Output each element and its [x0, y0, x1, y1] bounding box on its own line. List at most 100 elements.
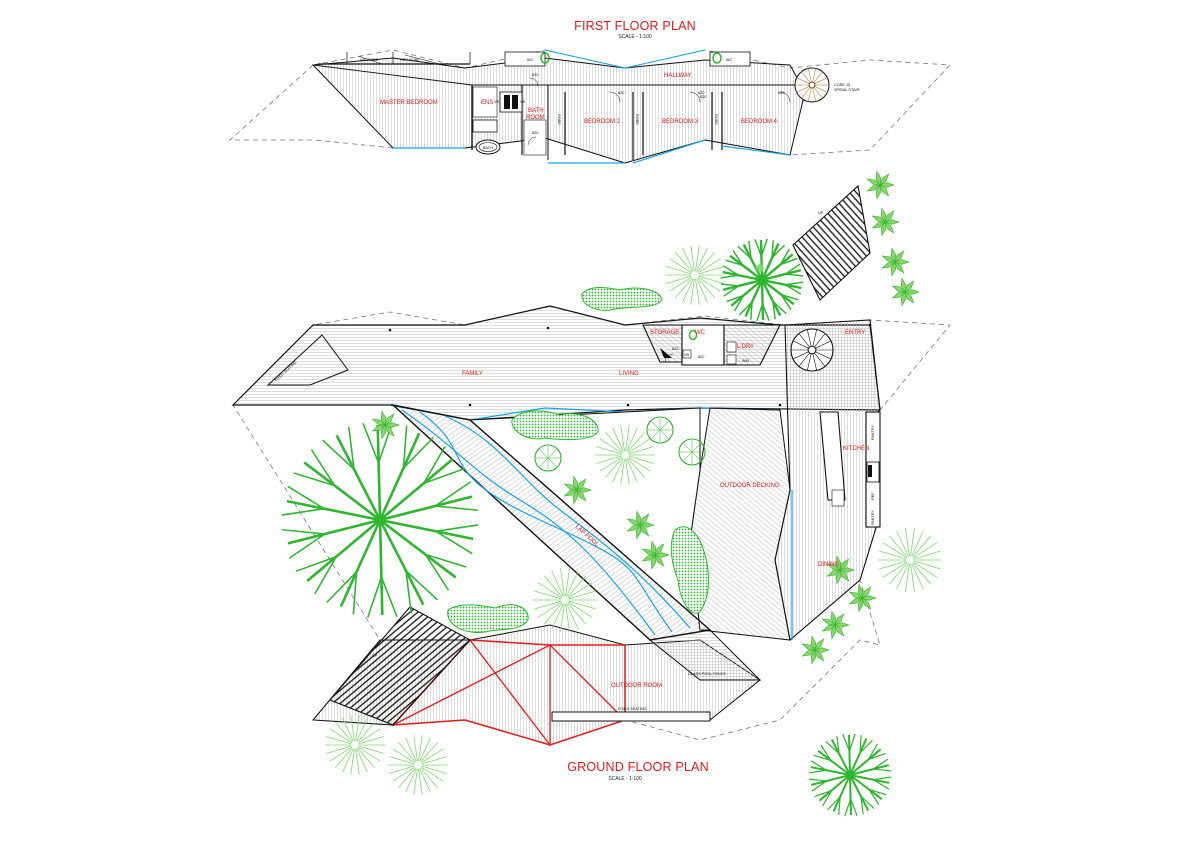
fern-leaf: [875, 184, 882, 200]
palm-frond: [419, 768, 431, 793]
fern-leaf: [650, 540, 657, 556]
palm-frond: [627, 432, 645, 453]
spiral-tread: [814, 351, 832, 360]
tree-twig: [873, 779, 890, 790]
shrub-bed: [511, 410, 599, 441]
fern-leaf: [641, 554, 656, 562]
palm-frond: [350, 715, 355, 742]
outdoor-decking-floor: [689, 407, 791, 641]
fern-leaf: [563, 483, 578, 491]
glass-pool-fence-label: GLASS POOL FENCE: [688, 672, 727, 676]
palm-frond: [626, 427, 638, 452]
fern-leaf: [904, 289, 920, 295]
palm-frond: [356, 748, 368, 773]
tree-twig: [435, 505, 478, 512]
tree-branch: [306, 519, 381, 583]
fern-leaf: [904, 280, 915, 293]
palm-frond: [695, 245, 700, 272]
palm-frond: [913, 542, 938, 559]
tree-twig: [733, 295, 745, 312]
palm-frond: [666, 266, 692, 275]
spiral-tread: [807, 68, 812, 83]
palm-frond: [568, 590, 596, 600]
palm-frond: [682, 278, 694, 303]
first-floor-labels: MASTER BEDROOM ENS BATH ROOM BEDROOM 2 B…: [360, 58, 860, 150]
fern-leaf: [890, 247, 897, 263]
palm-frond: [912, 535, 932, 558]
fern-leaf: [830, 624, 837, 640]
palm-burst: [878, 528, 942, 592]
fern-leaf: [801, 643, 816, 651]
tree-twig: [761, 303, 770, 322]
tree-branch: [378, 519, 384, 616]
palm-frond: [879, 560, 907, 570]
spiral-tread: [792, 351, 810, 360]
palm-burst: [756, 263, 764, 273]
first-floor-scale: SCALE - 1:100: [618, 34, 652, 40]
palm-frond: [759, 266, 764, 269]
palm-frond: [567, 602, 587, 625]
palm-frond: [392, 766, 415, 782]
outdoor-room-label: OUTDOOR ROOM: [611, 683, 662, 689]
tree-twig: [813, 754, 832, 762]
fern-leaf: [654, 554, 665, 567]
pantry-label-b: PANTRY: [871, 509, 875, 525]
spiral-tread: [812, 352, 817, 371]
fern-leaf: [384, 422, 400, 428]
tree-branch: [761, 278, 802, 290]
palm-frond: [896, 530, 909, 557]
wc-label-b: WC: [726, 58, 733, 62]
tree-twig: [873, 776, 892, 781]
palm-frond: [913, 550, 941, 560]
tree-twig: [810, 760, 827, 771]
fern-leaf: [654, 543, 665, 556]
tree-twig: [435, 524, 479, 533]
tree-branch: [722, 270, 763, 282]
palm-frond: [912, 562, 932, 585]
tree-branch: [376, 424, 382, 521]
palm-frond: [596, 455, 622, 464]
fern-leaf: [830, 610, 837, 626]
tree-branch: [849, 774, 870, 812]
palm-frond: [357, 747, 375, 768]
door-size-f: 820: [700, 95, 706, 99]
palm-frond: [675, 252, 693, 273]
tree-twig: [825, 740, 840, 755]
tree-twig: [405, 570, 438, 601]
fern-leaf: [563, 489, 578, 497]
shrub-ring-spoke: [691, 451, 701, 461]
fern-leaf: [821, 618, 836, 626]
laundry-room: [723, 324, 781, 366]
fixed-seating-label-outdoor: FIXED SEATING: [618, 707, 647, 711]
bedroom-3-label: BEDROOM 3: [662, 119, 699, 125]
tree-twig: [423, 445, 446, 484]
palm-frond: [356, 717, 368, 742]
tree-twig: [860, 795, 875, 810]
palm-frond: [418, 768, 423, 795]
palm-frond: [568, 600, 596, 610]
fern-leaf: [654, 552, 670, 558]
shrub-ring-spoke: [547, 449, 557, 459]
fern-leaf: [835, 569, 842, 585]
fern-leaf: [380, 410, 387, 426]
palm-frond: [695, 278, 700, 305]
fern-leaf: [650, 554, 657, 570]
palm-frond: [565, 568, 570, 597]
robe-label-a: ROBE: [557, 114, 561, 125]
palm-frond: [560, 568, 565, 597]
tree-twig: [754, 238, 763, 257]
ground-floor-plan: [231, 184, 951, 747]
vb-label-a: VB: [494, 100, 500, 104]
tree-twig: [785, 281, 804, 286]
bath-fixture-label: BATH: [483, 146, 493, 150]
tree-branch: [761, 279, 795, 306]
tree-twig: [872, 758, 889, 770]
tree-twig: [760, 238, 768, 257]
tree-twig: [811, 780, 828, 792]
palm-frond: [419, 737, 431, 762]
fern-leaf: [861, 586, 872, 599]
bedroom-4-label: BEDROOM 4: [741, 119, 778, 125]
tree-twig: [281, 507, 325, 516]
tree-twig: [873, 768, 892, 772]
tree-branch: [810, 766, 851, 776]
